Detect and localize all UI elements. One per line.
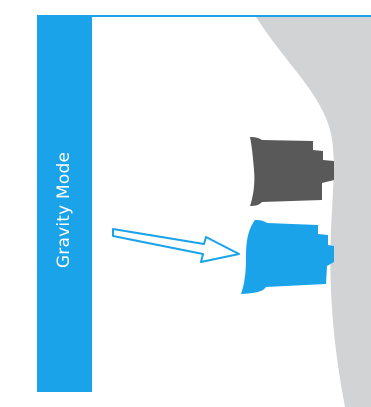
- top-rule: [37, 15, 371, 17]
- mode-title: Gravity Mode: [54, 151, 74, 269]
- blue-part: [241, 220, 334, 294]
- arrow-right-icon: [112, 228, 240, 263]
- curved-surface: [256, 17, 371, 407]
- dark-part: [250, 137, 334, 206]
- mode-sidebar: [37, 15, 92, 392]
